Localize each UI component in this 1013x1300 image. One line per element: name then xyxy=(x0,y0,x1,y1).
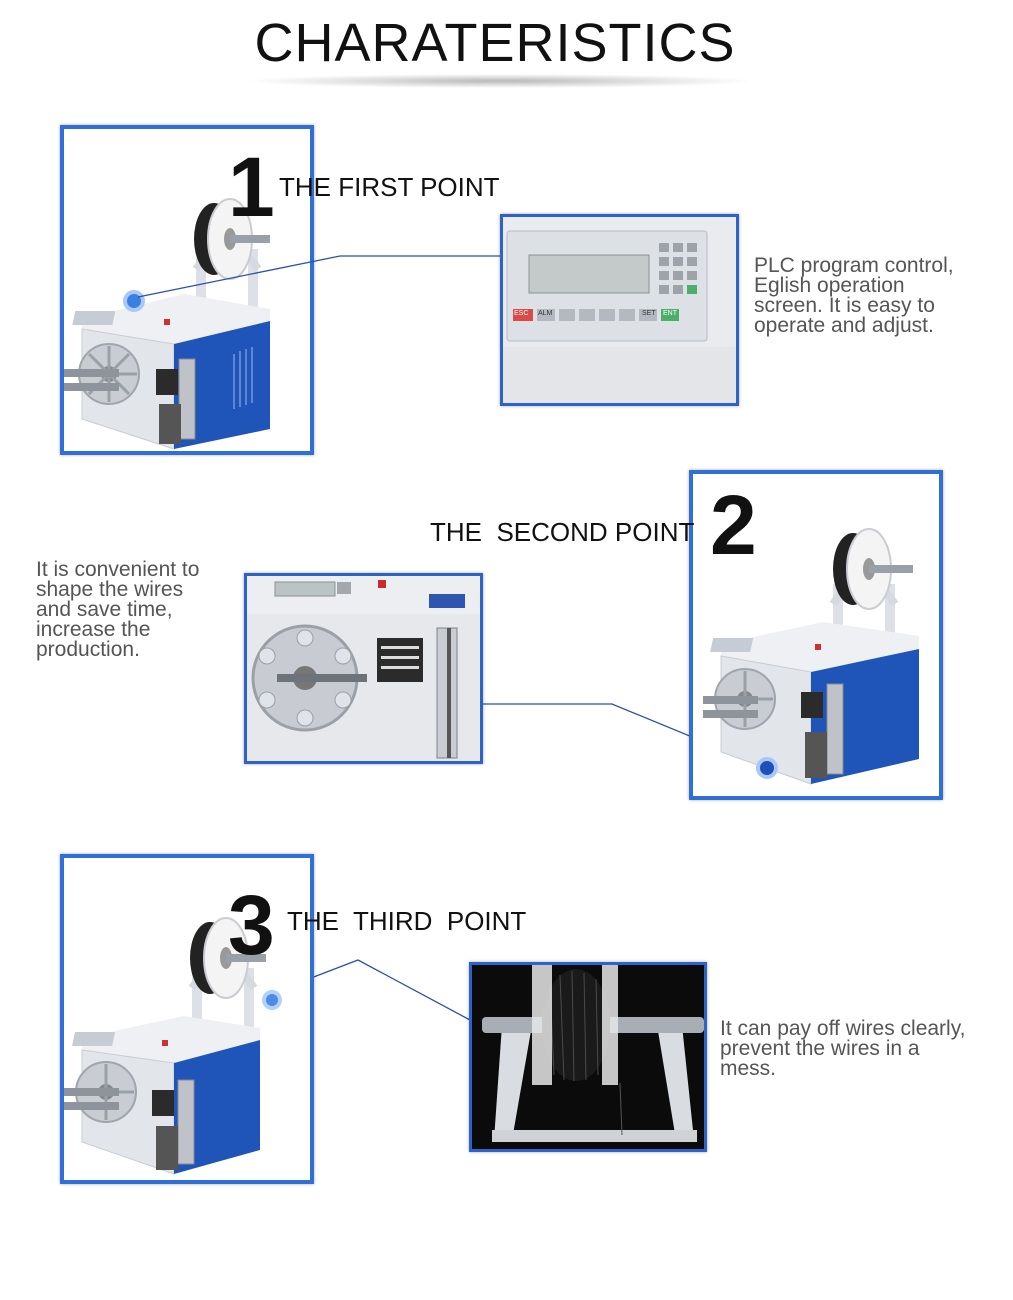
description-line: prevent the wires in a xyxy=(720,1037,920,1060)
section-2-label: THE SECOND POINT xyxy=(430,517,695,547)
section-2-number: 2 xyxy=(710,478,757,572)
page-title: CHARATERISTICS xyxy=(254,13,736,73)
section-1-label: THE FIRST POINT xyxy=(279,172,500,202)
section-2-description: It is convenient to shape the wires and … xyxy=(36,558,246,661)
title-underline-shadow xyxy=(250,74,750,88)
section-1-detail-image: ESC ALM SET ENT xyxy=(500,214,739,406)
ent-key-label: ENT xyxy=(663,310,677,317)
description-line: production. xyxy=(36,638,140,661)
description-line: mess. xyxy=(720,1057,777,1080)
description-line: It is convenient to xyxy=(36,558,200,581)
alm-key-label: ALM xyxy=(538,310,553,317)
section-3-description: It can pay off wires clearly, prevent th… xyxy=(720,1017,1010,1080)
machine-image-2 xyxy=(703,528,919,785)
description-line: Eglish operation xyxy=(754,274,905,297)
section-3-frame xyxy=(60,854,314,1184)
description-line: PLC program control, xyxy=(754,254,954,277)
machine-image-3 xyxy=(64,917,282,1175)
description-line: and save time, xyxy=(36,598,173,621)
section-1-frame xyxy=(60,125,314,455)
section-3-detail-image xyxy=(469,962,707,1152)
section-1-number: 1 xyxy=(228,140,275,234)
section-3-label: THE THIRD POINT xyxy=(287,906,527,936)
section-3-number: 3 xyxy=(228,878,275,972)
section-2-detail-image xyxy=(244,573,483,764)
section-1-description: PLC program control, Eglish operation sc… xyxy=(754,254,1009,337)
description-line: It can pay off wires clearly, xyxy=(720,1017,966,1040)
description-line: operate and adjust. xyxy=(754,314,934,337)
section-2-frame xyxy=(689,470,943,800)
description-line: shape the wires xyxy=(36,578,184,601)
description-line: screen. It is easy to xyxy=(754,294,935,317)
description-line: increase the xyxy=(36,618,151,641)
set-key-label: SET xyxy=(642,310,656,317)
esc-key-label: ESC xyxy=(514,310,529,317)
machine-image-1 xyxy=(64,198,270,450)
